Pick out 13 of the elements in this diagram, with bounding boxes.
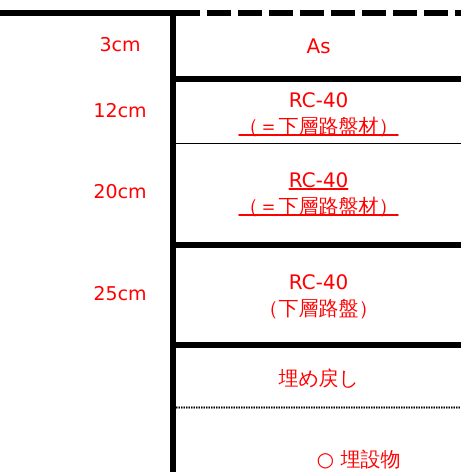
thickness-label: 12cm — [92, 100, 148, 122]
layer-label: RC-40 — [288, 86, 348, 112]
layer-label: RC-40 — [288, 269, 348, 295]
layer-label: （＝下層路盤材） — [238, 193, 398, 219]
thickness-label: 25cm — [92, 283, 148, 305]
layer-label: RC-40 — [288, 167, 348, 193]
layer-label: ○ 埋設物 — [316, 446, 400, 472]
layer-label: （＝下層路盤材） — [238, 112, 398, 138]
layer-label: As — [306, 33, 331, 59]
thickness-label: 3cm — [98, 34, 142, 56]
thickness-label: 20cm — [92, 181, 148, 203]
layer-label: 埋め戻し — [278, 364, 358, 390]
layer-label: （下層路盤） — [258, 295, 378, 321]
